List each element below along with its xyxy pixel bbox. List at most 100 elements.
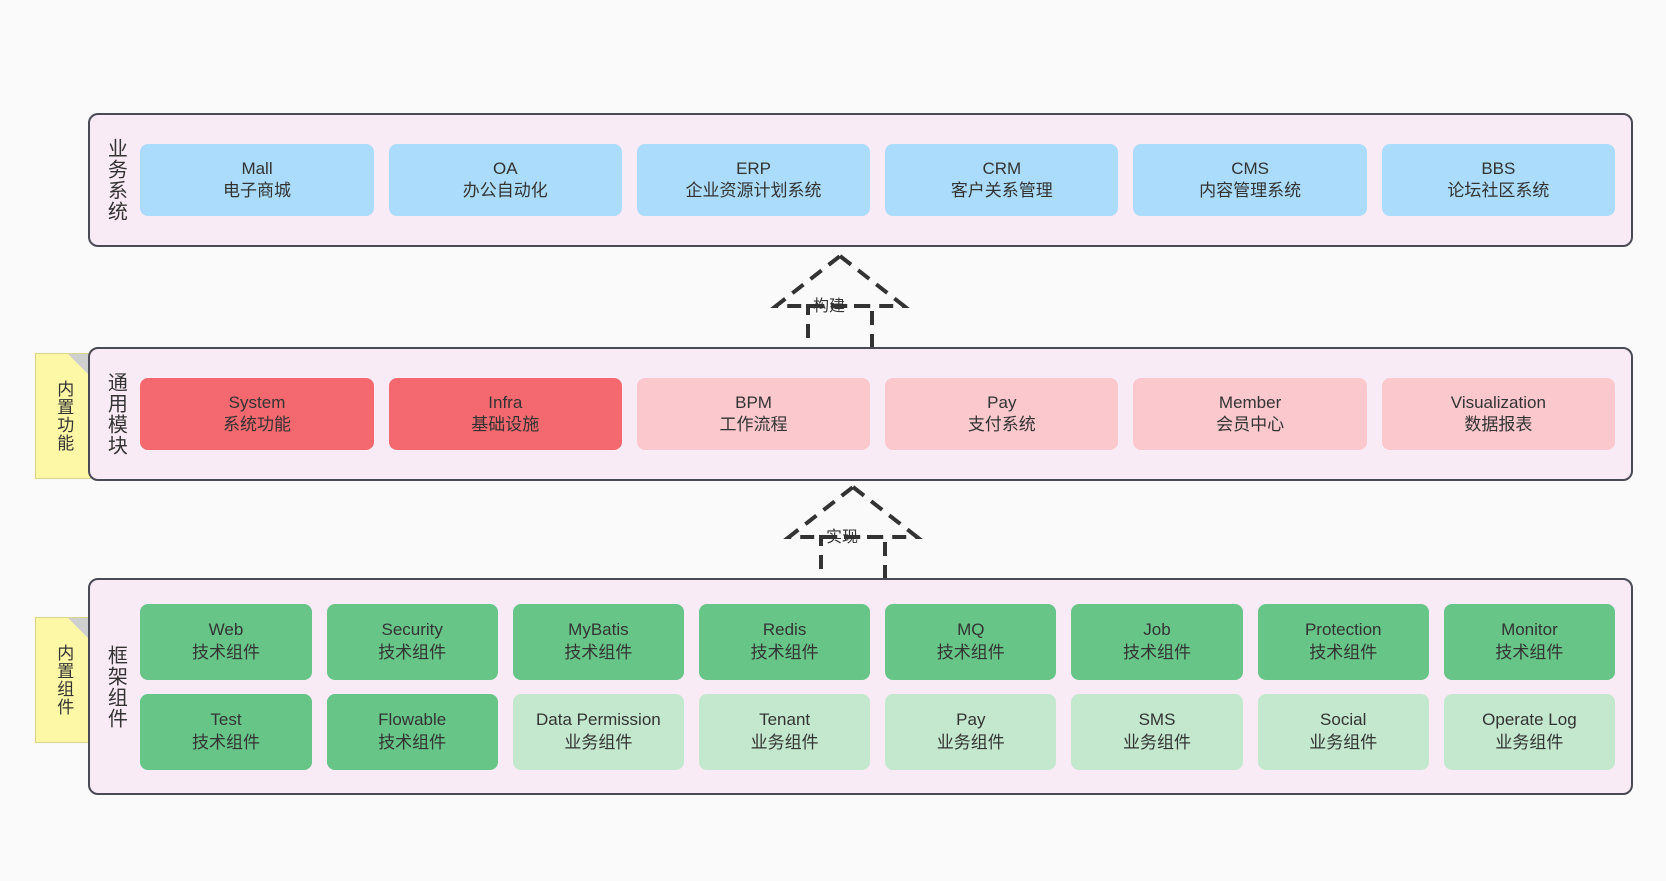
note-builtin-components-label: 内置组件 — [54, 644, 74, 716]
node-subtitle: 工作流程 — [719, 415, 788, 434]
node-title: Flowable — [378, 710, 447, 730]
node-subtitle: 业务组件 — [936, 732, 1005, 752]
node-flowable[interactable]: Flowable 技术组件 — [326, 693, 498, 770]
note-builtin-features[interactable]: 内置功能 — [35, 353, 91, 479]
node-title: Operate Log — [1482, 710, 1577, 730]
node-protection[interactable]: Protection 技术组件 — [1257, 603, 1429, 680]
node-subtitle: 办公自动化 — [462, 181, 548, 200]
node-title: OA — [493, 158, 518, 178]
node-subtitle: 系统功能 — [223, 415, 292, 434]
framework-row-business: Test 技术组件 Flowable 技术组件 Data Permission … — [140, 693, 1616, 770]
node-redis[interactable]: Redis 技术组件 — [699, 603, 871, 680]
node-title: BPM — [735, 392, 772, 412]
node-subtitle: 业务组件 — [1309, 732, 1378, 752]
layer-body-general-modules: System 系统功能 Infra 基础设施 BPM 工作流程 Pay 支付系统… — [134, 378, 1631, 450]
node-title: Mall — [241, 158, 273, 178]
node-title: Redis — [762, 620, 807, 640]
node-title: Visualization — [1450, 392, 1546, 412]
connector-build-label: 构建 — [813, 298, 846, 315]
node-subtitle: 技术组件 — [1309, 642, 1378, 662]
node-subtitle: 业务组件 — [564, 732, 633, 752]
node-mybatis[interactable]: MyBatis 技术组件 — [512, 603, 684, 680]
node-title: CMS — [1231, 158, 1269, 178]
layer-framework-components[interactable]: 框架组件 Web 技术组件 Security 技术组件 MyBatis 技术组件… — [88, 578, 1633, 795]
node-subtitle: 电子商城 — [223, 181, 292, 200]
node-title: System — [228, 392, 286, 412]
layer-business-system[interactable]: 业务系统 Mall 电子商城 OA 办公自动化 ERP 企业资源计划系统 CRM… — [88, 113, 1633, 247]
node-subtitle: 技术组件 — [750, 642, 819, 662]
node-mall[interactable]: Mall 电子商城 — [140, 144, 374, 216]
layer-general-modules[interactable]: 通用模块 System 系统功能 Infra 基础设施 BPM 工作流程 Pay… — [88, 347, 1633, 481]
node-cms[interactable]: CMS 内容管理系统 — [1133, 144, 1367, 216]
node-title: MQ — [957, 620, 985, 640]
node-subtitle: 业务组件 — [1123, 732, 1191, 752]
node-member[interactable]: Member 会员中心 — [1133, 378, 1367, 450]
node-title: Monitor — [1501, 620, 1558, 640]
note-builtin-components[interactable]: 内置组件 — [35, 617, 91, 743]
node-subtitle: 业务组件 — [1495, 732, 1564, 752]
node-subtitle: 论坛社区系统 — [1447, 181, 1550, 200]
node-title: BBS — [1481, 158, 1516, 178]
node-visualization[interactable]: Visualization 数据报表 — [1381, 378, 1615, 450]
node-system[interactable]: System 系统功能 — [140, 378, 374, 450]
node-title: Protection — [1304, 620, 1382, 640]
layer-label-framework-components: 框架组件 — [104, 644, 127, 729]
node-pay-component[interactable]: Pay 业务组件 — [885, 693, 1057, 770]
node-subtitle: 技术组件 — [378, 732, 447, 752]
node-pay-module[interactable]: Pay 支付系统 — [885, 378, 1119, 450]
node-subtitle: 技术组件 — [191, 642, 260, 662]
node-sms[interactable]: SMS 业务组件 — [1071, 693, 1243, 770]
node-operate-log[interactable]: Operate Log 业务组件 — [1443, 693, 1616, 770]
node-job[interactable]: Job 技术组件 — [1071, 603, 1243, 680]
node-test[interactable]: Test 技术组件 — [140, 693, 312, 770]
connector-implement-label: 实现 — [826, 529, 859, 546]
node-subtitle: 技术组件 — [191, 732, 260, 752]
node-erp[interactable]: ERP 企业资源计划系统 — [636, 144, 871, 216]
framework-row-technical: Web 技术组件 Security 技术组件 MyBatis 技术组件 Redi… — [140, 603, 1616, 680]
node-title: Security — [381, 620, 443, 640]
node-subtitle: 会员中心 — [1216, 415, 1285, 434]
node-subtitle: 支付系统 — [967, 415, 1036, 434]
node-bbs[interactable]: BBS 论坛社区系统 — [1381, 144, 1615, 216]
node-subtitle: 技术组件 — [378, 642, 447, 662]
node-social[interactable]: Social 业务组件 — [1257, 693, 1429, 770]
note-builtin-features-label: 内置功能 — [54, 380, 74, 452]
layer-body-business-system: Mall 电子商城 OA 办公自动化 ERP 企业资源计划系统 CRM 客户关系… — [134, 144, 1631, 216]
node-title: Member — [1218, 392, 1282, 412]
node-subtitle: 业务组件 — [750, 732, 819, 752]
node-web[interactable]: Web 技术组件 — [140, 603, 312, 680]
node-security[interactable]: Security 技术组件 — [326, 603, 498, 680]
layer-label-general-modules: 通用模块 — [104, 372, 127, 456]
node-monitor[interactable]: Monitor 技术组件 — [1443, 603, 1616, 680]
node-title: Pay — [987, 392, 1017, 412]
node-title: Test — [210, 710, 242, 730]
node-subtitle: 客户关系管理 — [950, 181, 1053, 200]
node-title: Web — [208, 620, 244, 640]
node-mq[interactable]: MQ 技术组件 — [885, 603, 1057, 680]
node-subtitle: 技术组件 — [1495, 642, 1564, 662]
node-subtitle: 内容管理系统 — [1199, 181, 1302, 200]
node-subtitle: 技术组件 — [1123, 642, 1191, 662]
node-subtitle: 技术组件 — [936, 642, 1005, 662]
node-title: CRM — [982, 158, 1022, 178]
node-crm[interactable]: CRM 客户关系管理 — [885, 144, 1119, 216]
node-subtitle: 数据报表 — [1464, 415, 1533, 434]
layer-body-framework-components: Web 技术组件 Security 技术组件 MyBatis 技术组件 Redi… — [134, 603, 1631, 770]
node-title: Social — [1320, 710, 1367, 730]
node-data-permission[interactable]: Data Permission 业务组件 — [512, 693, 684, 770]
node-tenant[interactable]: Tenant 业务组件 — [699, 693, 871, 770]
node-subtitle: 基础设施 — [471, 415, 540, 434]
node-subtitle: 技术组件 — [564, 642, 633, 662]
node-title: Tenant — [759, 710, 811, 730]
node-subtitle: 企业资源计划系统 — [685, 181, 822, 200]
node-infra[interactable]: Infra 基础设施 — [388, 378, 622, 450]
node-title: ERP — [736, 158, 772, 178]
node-oa[interactable]: OA 办公自动化 — [388, 144, 622, 216]
node-title: Job — [1143, 620, 1171, 640]
page-fold-icon — [68, 618, 90, 640]
node-bpm[interactable]: BPM 工作流程 — [636, 378, 871, 450]
node-title: MyBatis — [568, 620, 629, 640]
layer-label-business-system: 业务系统 — [104, 138, 127, 222]
node-title: Infra — [488, 392, 523, 412]
